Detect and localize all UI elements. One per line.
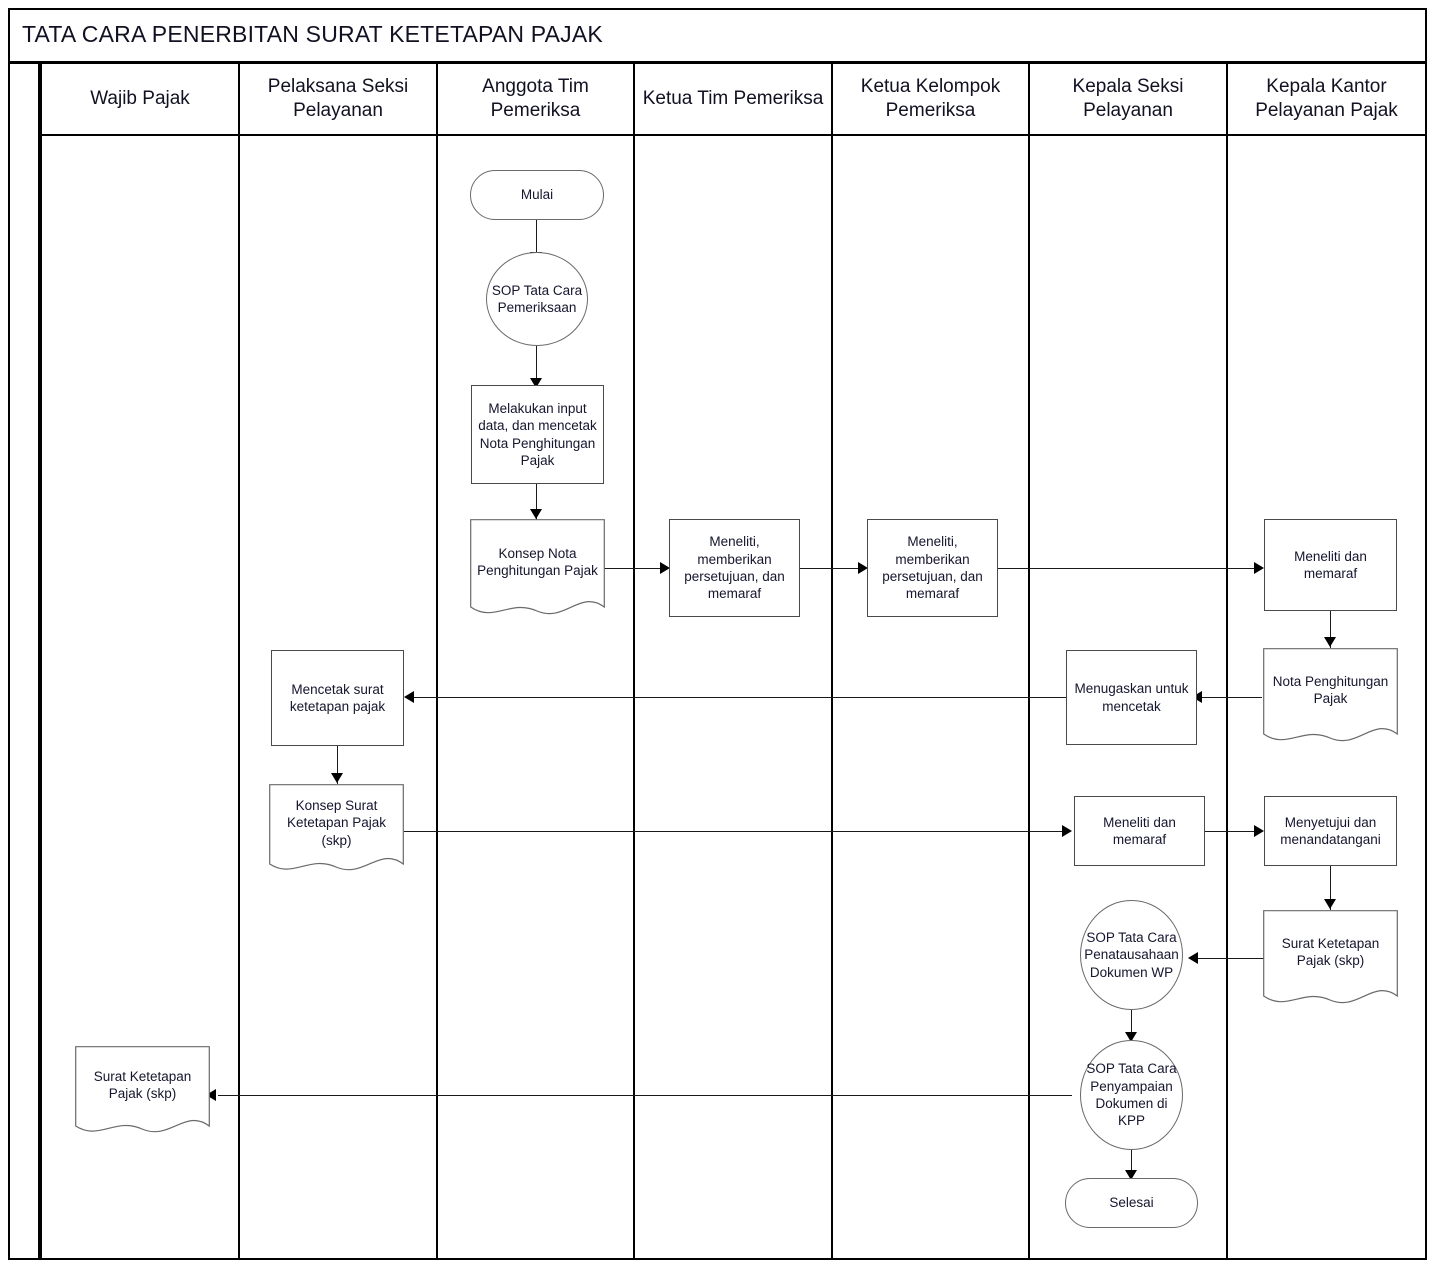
connector-seksimeneliti-to-menyetujui [1205, 831, 1261, 832]
node-mulai[interactable]: Mulai [470, 170, 604, 220]
arrowhead-left [1188, 952, 1198, 964]
arrowhead-down [1125, 1032, 1137, 1042]
arrowhead-down [530, 378, 542, 388]
node-surat-ketetapan-pajak-wajib-pajak[interactable]: Surat Ketetapan Pajak (skp) [75, 1046, 210, 1138]
node-sop-tata-cara-pemeriksaan[interactable]: SOP Tata Cara Pemeriksaan [486, 252, 588, 346]
node-label: Meneliti dan memaraf [1103, 814, 1176, 847]
connector-penyampaian-to-wajibpajak [218, 1095, 1072, 1096]
title-band: TATA CARA PENERBITAN SURAT KETETAPAN PAJ… [8, 8, 1427, 64]
lane-body-anggota-tim [438, 136, 635, 1260]
document-shape-icon [1263, 648, 1398, 742]
node-label: SOP Tata Cara Penyampaian Dokumen di KPP [1086, 1061, 1177, 1129]
connector-mulai-to-sop [536, 219, 537, 263]
node-menyetujui-menandatangani[interactable]: Menyetujui dan menandatangani [1264, 796, 1397, 866]
arrowhead-down [1324, 637, 1336, 647]
node-label: Meneliti, memberikan persetujuan, dan me… [684, 534, 785, 602]
arrowhead-right [858, 562, 868, 574]
node-label: Menyetujui dan menandatangani [1280, 814, 1381, 847]
lane-body-kepala-seksi [1030, 136, 1228, 1260]
connector-nota-to-menugaskan [1198, 697, 1262, 698]
node-label: Surat Ketetapan Pajak (skp) [1281, 935, 1380, 968]
arrowhead-down [530, 509, 542, 519]
lane-header-label: Kepala Kantor Pelayanan Pajak [1255, 76, 1398, 121]
node-kantor-meneliti-memaraf[interactable]: Meneliti dan memaraf [1264, 519, 1397, 611]
arrowhead-down [1324, 899, 1336, 909]
connector-mencetak-to-konsepskp [337, 746, 338, 784]
node-sop-penyampaian-dokumen-kpp[interactable]: SOP Tata Cara Penyampaian Dokumen di KPP [1080, 1040, 1183, 1150]
node-label: Konsep Surat Ketetapan Pajak (skp) [286, 798, 387, 848]
connector-menyetujui-to-suratskp [1330, 866, 1331, 910]
lane-header-pelaksana-seksi: Pelaksana Seksi Pelayanan [240, 64, 438, 136]
connector-ketuatim-to-ketuakelompok [800, 568, 864, 569]
node-ketua-kelompok-meneliti[interactable]: Meneliti, memberikan persetujuan, dan me… [867, 519, 998, 617]
arrowhead-right [660, 562, 670, 574]
lane-header-kepala-kantor: Kepala Kantor Pelayanan Pajak [1228, 64, 1427, 136]
lane-header-label: Ketua Tim Pemeriksa [642, 88, 824, 110]
node-label: Surat Ketetapan Pajak (skp) [93, 1068, 192, 1101]
lane-body-ketua-kelompok [833, 136, 1030, 1260]
node-label: Mulai [520, 187, 554, 203]
node-label: Mencetak surat ketetapan pajak [289, 681, 386, 714]
document-shape-icon [470, 519, 605, 615]
lane-header-ketua-kelompok: Ketua Kelompok Pemeriksa [833, 64, 1030, 136]
node-selesai[interactable]: Selesai [1065, 1178, 1198, 1228]
document-shape-icon [1263, 910, 1398, 1004]
lane-header-anggota-tim: Anggota Tim Pemeriksa [438, 64, 635, 136]
connector-menugaskan-to-mencetak [410, 697, 1066, 698]
node-label: Meneliti dan memaraf [1294, 548, 1367, 581]
node-label: Nota Penghitungan Pajak [1272, 673, 1389, 706]
connector-konsepnota-to-ketuatim [604, 568, 666, 569]
lane-header-wajib-pajak: Wajib Pajak [40, 64, 240, 136]
node-label: Meneliti, memberikan persetujuan, dan me… [882, 534, 983, 602]
node-konsep-surat-ketetapan-pajak[interactable]: Konsep Surat Ketetapan Pajak (skp) [269, 784, 404, 876]
arrowhead-left [1192, 691, 1202, 703]
arrowhead-down [331, 773, 343, 783]
connector-konsepskp-to-seksimeneliti [404, 831, 1068, 832]
arrowhead-right [1062, 825, 1072, 837]
node-sop-penatausahaan-dokumen-wp[interactable]: SOP Tata Cara Penatausahaan Dokumen WP [1080, 900, 1183, 1010]
node-label: SOP Tata Cara Pemeriksaan [491, 282, 583, 315]
page-title: TATA CARA PENERBITAN SURAT KETETAPAN PAJ… [22, 21, 603, 47]
lane-body-ketua-tim [635, 136, 833, 1260]
node-ketua-tim-meneliti[interactable]: Meneliti, memberikan persetujuan, dan me… [669, 519, 800, 617]
arrowhead-right [1254, 825, 1264, 837]
lane-header-kepala-seksi: Kepala Seksi Pelayanan [1030, 64, 1228, 136]
lane-body-kepala-kantor [1228, 136, 1427, 1260]
document-shape-icon [75, 1046, 210, 1133]
node-surat-ketetapan-pajak-kantor[interactable]: Surat Ketetapan Pajak (skp) [1263, 910, 1398, 1010]
connector-penatausahaan-to-penyampaian [1131, 1010, 1132, 1040]
node-konsep-nota-penghitungan-pajak[interactable]: Konsep Nota Penghitungan Pajak [470, 519, 605, 621]
arrowhead-left [404, 691, 414, 703]
lane-header-label: Kepala Seksi Pelayanan [1072, 76, 1184, 121]
row-number-column [8, 64, 40, 1260]
lane-header-ketua-tim: Ketua Tim Pemeriksa [635, 64, 833, 136]
lane-body-wajib-pajak [40, 136, 240, 1260]
lane-body-pelaksana-seksi [240, 136, 438, 1260]
arrowhead-down [1125, 1170, 1137, 1180]
connector-penyampaian-to-selesai [1131, 1150, 1132, 1178]
arrowhead-left [206, 1089, 216, 1101]
lane-header-label: Ketua Kelompok Pemeriksa [860, 76, 1001, 121]
node-menugaskan-untuk-mencetak[interactable]: Menugaskan untuk mencetak [1066, 650, 1197, 745]
node-mencetak-surat-ketetapan-pajak[interactable]: Mencetak surat ketetapan pajak [271, 650, 404, 746]
lane-header-label: Wajib Pajak [90, 88, 190, 110]
document-shape-icon [269, 784, 404, 871]
node-label: Selesai [1109, 1195, 1154, 1211]
arrowhead-right [1254, 562, 1264, 574]
connector-suratskp-to-soppenatausahaan [1194, 958, 1264, 959]
node-melakukan-input-data[interactable]: Melakukan input data, dan mencetak Nota … [471, 385, 604, 484]
lane-header-label: Anggota Tim Pemeriksa [482, 76, 589, 121]
connector-ketuakelompok-to-kepalakantor [998, 568, 1262, 569]
node-seksi-meneliti-memaraf[interactable]: Meneliti dan memaraf [1074, 796, 1205, 866]
node-label: Menugaskan untuk mencetak [1074, 681, 1189, 714]
connector-sop-to-input [536, 345, 537, 389]
connector-kantormeneliti-to-notapenghitungan [1330, 610, 1331, 648]
node-label: SOP Tata Cara Penatausahaan Dokumen WP [1084, 930, 1179, 980]
node-nota-penghitungan-pajak[interactable]: Nota Penghitungan Pajak [1263, 648, 1398, 748]
lane-header-label: Pelaksana Seksi Pelayanan [267, 76, 409, 121]
node-label: Konsep Nota Penghitungan Pajak [477, 545, 598, 578]
connector-input-to-konsep-nota [536, 484, 537, 520]
node-label: Melakukan input data, dan mencetak Nota … [478, 400, 597, 468]
